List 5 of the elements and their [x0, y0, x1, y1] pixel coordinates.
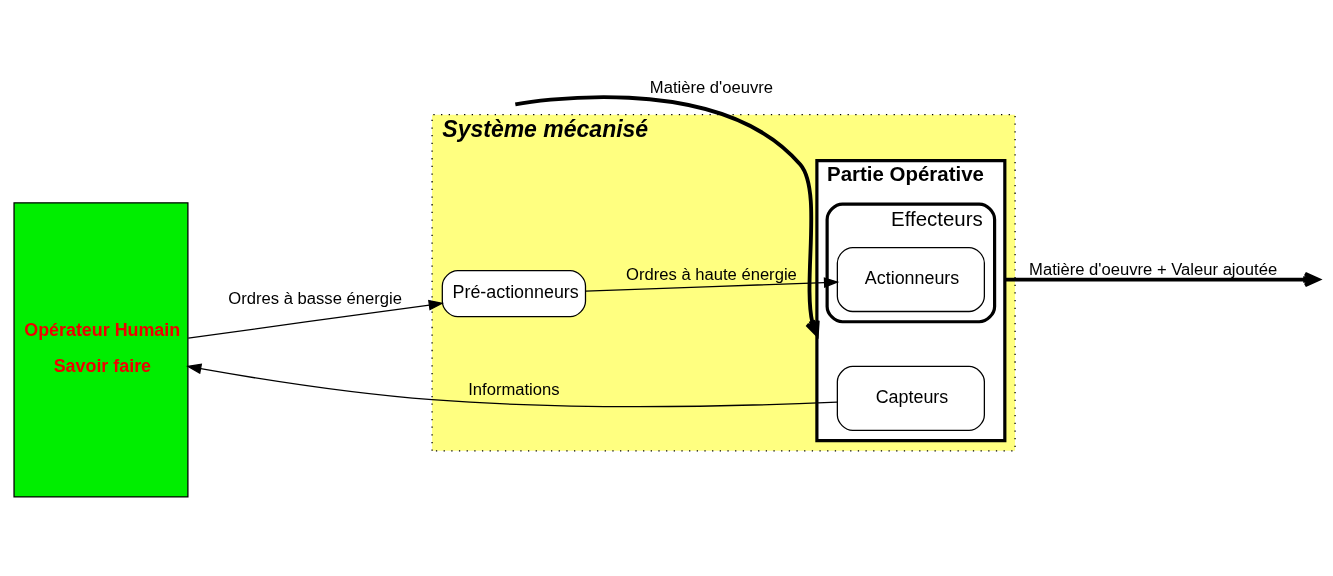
edge-label: Informations [468, 379, 560, 399]
edge-label: Matière d'oeuvre + Valeur ajoutée [1029, 259, 1278, 279]
edge-label: Matière d'oeuvre [649, 77, 774, 97]
edge-label: Ordres à haute énergie [626, 264, 797, 284]
edge-label: Ordres à basse énergie [228, 288, 402, 308]
